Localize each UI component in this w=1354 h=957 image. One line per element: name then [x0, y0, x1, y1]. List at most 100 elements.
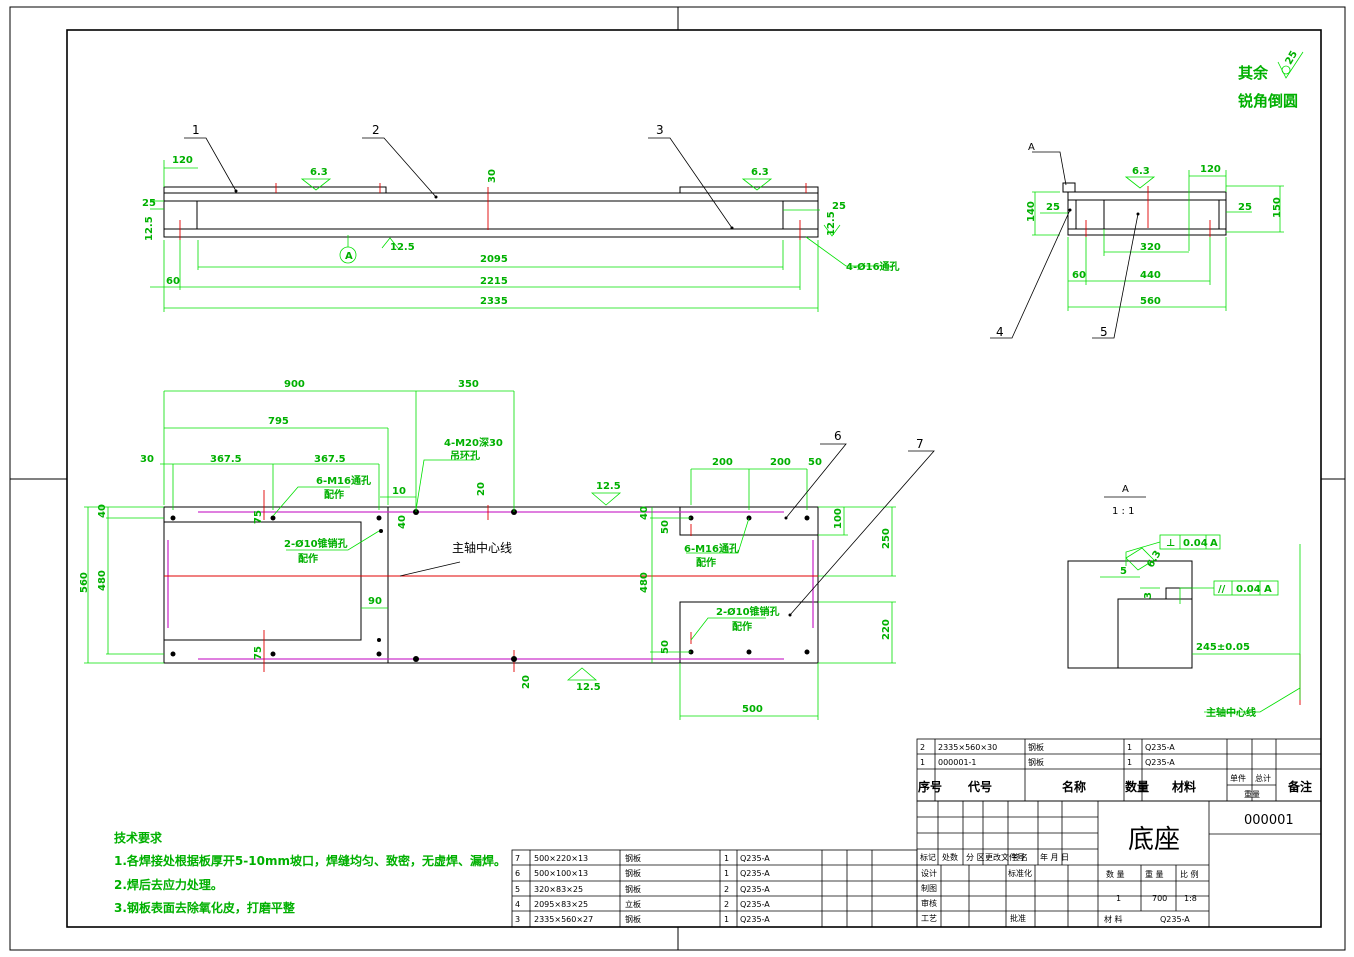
dim-90: 90 — [368, 596, 382, 607]
axis-label: 主轴中心线 — [1206, 706, 1256, 719]
text-drawing-bom-upper-0-code: 2335×560×30 — [938, 743, 997, 752]
bom-lower: 7 500×220×13 钢板 1 Q235-A 6 500×100×13 钢板… — [511, 849, 918, 928]
note-m16a: 6-M16通孔 — [316, 474, 371, 487]
text-drawing-bom-lower-3-qty: 2 — [724, 900, 729, 909]
front-view: 120 25 12.5 30 25 12.5 2095 60 2215 2335… — [142, 123, 900, 312]
datum-2: A — [1264, 584, 1272, 595]
text-drawing-bom-lower-2-material: Q235-A — [740, 885, 770, 894]
dim-560: 560 — [1140, 296, 1161, 307]
dim-75a: 75 — [253, 510, 264, 524]
text-drawing-bom-lower-0-code: 500×220×13 — [534, 854, 588, 863]
dim-440: 440 — [1140, 270, 1161, 281]
hdr-unit: 单件 — [1230, 773, 1246, 783]
dim-75b: 75 — [253, 646, 264, 660]
dim-220: 220 — [881, 619, 892, 640]
note-pin-a: 2-Ø10锥销孔 — [284, 537, 348, 550]
balloon-7: 7 — [916, 437, 924, 451]
note-m16b-b: 配作 — [696, 556, 716, 569]
text-drawing-bom-lower-4-qty: 1 — [724, 915, 729, 924]
axis-label: 主轴中心线 — [452, 540, 512, 555]
text-drawing-bom-upper-1-qty: 1 — [1127, 758, 1132, 767]
text-drawing-bom-lower-0-material: Q235-A — [740, 854, 770, 863]
hdr-qty: 数量 — [1125, 779, 1149, 794]
dim-40c: 40 — [639, 506, 650, 520]
text-drawing-bom-upper-0-qty: 1 — [1127, 743, 1132, 752]
surface-note: 其余 锐角倒圆 25 — [1238, 49, 1304, 110]
datum-1: A — [1210, 538, 1218, 549]
text-drawing-bom-lower-3-no: 4 — [515, 900, 520, 909]
note-m20: 4-M20深30 — [444, 436, 503, 449]
hdr-seq: 序号 — [918, 779, 942, 794]
dim-2215: 2215 — [480, 276, 508, 287]
dim-40a: 40 — [97, 504, 108, 518]
note-m20-b: 吊环孔 — [450, 449, 480, 462]
val-scale: 1:8 — [1184, 894, 1197, 903]
bom-upper-row-0: 2 2335×560×30 钢板 1 Q235-A — [920, 742, 1175, 752]
text-drawing-bom-lower-2-code: 320×83×25 — [534, 885, 583, 894]
dim-100: 100 — [833, 508, 844, 529]
bom-upper: 2 2335×560×30 钢板 1 Q235-A 1 000001-1 钢板 … — [916, 738, 1322, 802]
detail-a: A 1 : 1 ⊥ 0.04 A // 0.04 A 6.3 5 3 245±0… — [1067, 484, 1301, 719]
text-drawing-bom-lower-2-qty: 2 — [724, 885, 729, 894]
roughness-12-5b: 12.5 — [576, 682, 601, 693]
roughness-12-5a: 12.5 — [596, 481, 621, 492]
lbl-qty: 数 量 — [1106, 869, 1125, 879]
dim-200a: 200 — [712, 457, 733, 468]
dim-367-5b: 367.5 — [314, 454, 346, 465]
text-drawing-surface-note-roughness: 25 — [1284, 49, 1301, 67]
balloon-6: 6 — [834, 429, 842, 443]
lbl-design: 设计 — [921, 868, 937, 878]
dim-25-left: 25 — [142, 198, 156, 209]
dim-560: 560 — [79, 572, 90, 593]
roughness-6-3a: 6.3 — [310, 167, 328, 178]
note-pin-b-b: 配作 — [732, 620, 752, 633]
dim-2335: 2335 — [480, 296, 508, 307]
drawing-number: 000001 — [1244, 813, 1294, 828]
text-drawing-bom-lower-4-no: 3 — [515, 915, 520, 924]
text-drawing-bom-upper-0-no: 2 — [920, 743, 925, 752]
dim-5: 5 — [1120, 566, 1127, 577]
text-drawing-bom-upper-1-material: Q235-A — [1145, 758, 1175, 767]
text-drawing-bom-lower-1-name: 钢板 — [625, 868, 641, 878]
plan-view: 900 350 795 30 367.5 367.5 10 20 12.5 20… — [79, 379, 935, 720]
text-drawing-surface-note-line1: 其余 — [1238, 64, 1269, 82]
hdr-total: 总计 — [1255, 773, 1271, 783]
roughness-6-3b: 6.3 — [751, 167, 769, 178]
dim-140: 140 — [1026, 201, 1037, 222]
svg-text://: // — [1218, 584, 1226, 595]
hdr-name: 名称 — [1062, 779, 1086, 794]
hdr-remarks: 备注 — [1287, 779, 1312, 794]
sign-zone: 分 区 — [966, 853, 985, 862]
top-plate-pad-left — [163, 186, 387, 194]
text-drawing-bom-lower-3-name: 立板 — [625, 899, 641, 909]
hole-note-4-16: 4-Ø16通孔 — [846, 260, 900, 273]
section-mark-a: A — [345, 251, 353, 262]
balloon-3: 3 — [656, 123, 664, 137]
sign-count: 处数 — [942, 852, 958, 862]
roughness-12-5b: 12.5 — [826, 211, 837, 236]
sign-name: 签名 — [1012, 852, 1028, 862]
tech-item-1: 1.各焊接处根据板厚开5-10mm坡口，焊缝均匀、致密，无虚焊、漏焊。 — [114, 853, 506, 868]
lbl-scale: 比 例 — [1180, 869, 1199, 879]
text-drawing-bom-lower-2-no: 5 — [515, 885, 520, 894]
dim-120: 120 — [1200, 164, 1221, 175]
text-drawing-bom-lower-1-no: 6 — [515, 869, 520, 878]
bom-lower-row-2: 5 320×83×25 钢板 2 Q235-A — [515, 884, 770, 894]
part-name: 底座 — [1128, 825, 1180, 855]
bom-lower-row-3: 4 2095×83×25 立板 2 Q235-A — [515, 899, 770, 909]
text-drawing-bom-lower-3-material: Q235-A — [740, 900, 770, 909]
dim-320: 320 — [1140, 242, 1161, 253]
text-drawing-bom-upper-1-no: 1 — [920, 758, 925, 767]
sign-date: 年 月 日 — [1040, 852, 1069, 862]
roughness-6-3: 6.3 — [1145, 549, 1163, 570]
dim-795: 795 — [268, 416, 289, 427]
dim-30: 30 — [140, 454, 154, 465]
balloon-5: 5 — [1100, 325, 1108, 339]
dim-3: 3 — [1143, 592, 1154, 599]
tech-item-2: 2.焊后去应力处理。 — [114, 877, 223, 892]
text-drawing-bom-lower-4-material: Q235-A — [740, 915, 770, 924]
text-drawing-bom-lower-4-code: 2335×560×27 — [534, 915, 593, 924]
lbl-approve: 批准 — [1010, 913, 1026, 923]
text-drawing-bom-lower-1-code: 500×100×13 — [534, 869, 588, 878]
